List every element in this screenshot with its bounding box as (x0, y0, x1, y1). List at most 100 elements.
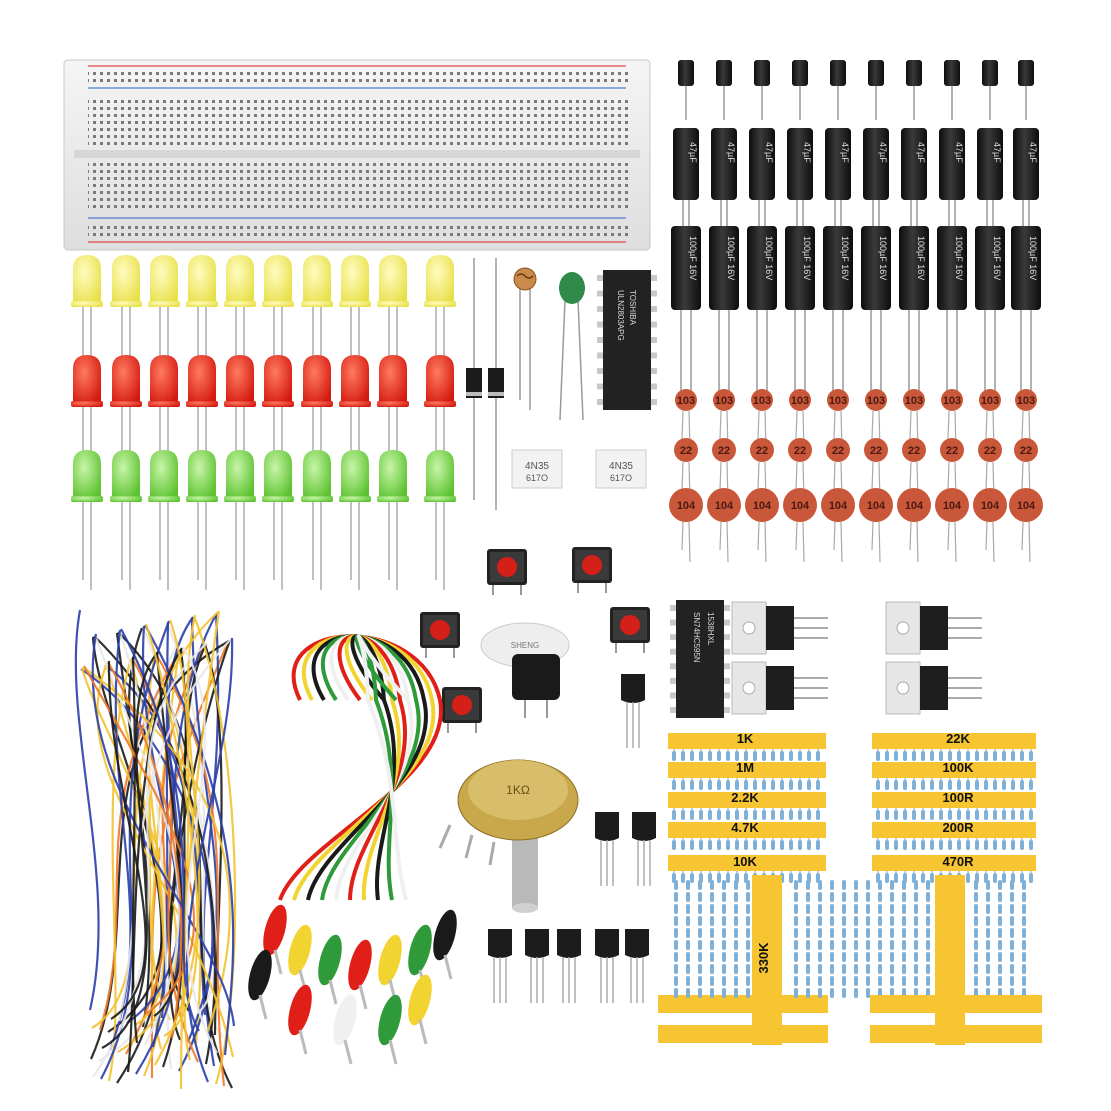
resistor (717, 840, 721, 850)
transistor (632, 812, 656, 886)
ceramic-code: 103 (791, 395, 809, 407)
led (110, 255, 142, 395)
resistor (771, 780, 775, 790)
resistor (734, 976, 738, 986)
hc-code: 1538HXL (706, 612, 715, 646)
ceramic-code: 104 (867, 500, 886, 512)
resistor (674, 964, 678, 974)
resistor (794, 940, 798, 950)
resistor (866, 892, 870, 902)
ceramic-capacitor: 104 (973, 488, 1007, 563)
optocoupler-1: 4N35 617O (511, 449, 563, 489)
ceramic-code: 22 (680, 445, 692, 457)
resistor (903, 810, 907, 820)
resistor (1022, 892, 1026, 902)
resistor (894, 840, 898, 850)
ceramic-code: 22 (718, 445, 730, 457)
resistor (1002, 810, 1006, 820)
clip-lead-wire (337, 634, 408, 901)
resistor (690, 840, 694, 850)
resistor (926, 892, 930, 902)
cap-marking: 100µF 16V (1028, 236, 1038, 280)
resistor (734, 904, 738, 914)
transistor (595, 929, 619, 1003)
clip-lead-wire (292, 634, 436, 901)
resistor (912, 751, 916, 761)
res-label-330k: 330K (756, 942, 771, 974)
resistor-tape (872, 822, 1036, 838)
resistor (966, 780, 970, 790)
ceramic-capacitor: 22 (826, 438, 850, 503)
resistor (842, 988, 846, 998)
resistor (681, 873, 685, 883)
resistor (914, 952, 918, 962)
jumper-wire (101, 651, 159, 1049)
resistor (974, 964, 978, 974)
alligator-clip (288, 984, 312, 1055)
resistor (717, 780, 721, 790)
ceramic-capacitor: 104 (669, 488, 703, 563)
resistor (1029, 751, 1033, 761)
resistor (1029, 840, 1033, 850)
resistor (878, 976, 882, 986)
resistor (798, 840, 802, 850)
resistor-tape (752, 875, 782, 1045)
resistor (686, 988, 690, 998)
ceramic-capacitor: 103 (1015, 389, 1037, 452)
resistor (890, 952, 894, 962)
jumper-wire (154, 614, 201, 1066)
resistor (1022, 964, 1026, 974)
cap-marking: 100µF 16V (954, 236, 964, 280)
electrolytic-cap-large: 100µF 16V (975, 226, 1005, 395)
resistor (974, 940, 978, 950)
resistor (722, 952, 726, 962)
push-buttons (420, 547, 650, 733)
resistor (686, 904, 690, 914)
resistor (816, 751, 820, 761)
voltage-regulators (731, 601, 982, 715)
resistor (957, 780, 961, 790)
resistor (1002, 780, 1006, 790)
resistor (1011, 751, 1015, 761)
resistor (1011, 873, 1015, 883)
alligator-clip (288, 924, 312, 995)
cap-marking: 47µF (878, 142, 888, 163)
ceramic-code: 103 (1017, 395, 1035, 407)
ceramic-code: 22 (756, 445, 768, 457)
resistor (734, 892, 738, 902)
resistor (762, 810, 766, 820)
cap-marking: 47µF (992, 142, 1002, 163)
resistor (710, 976, 714, 986)
res-label-100k: 100K (942, 760, 974, 775)
resistor (926, 940, 930, 950)
resistor (1010, 940, 1014, 950)
ceramic-code: 22 (908, 445, 920, 457)
led (224, 355, 256, 495)
resistor (771, 840, 775, 850)
voltage-regulator (885, 601, 982, 655)
resistor (914, 964, 918, 974)
resistor (930, 840, 934, 850)
led-grid (71, 255, 456, 590)
ceramic-code: 22 (794, 445, 806, 457)
resistor (686, 928, 690, 938)
resistor-tape (668, 822, 826, 838)
ceramic-code: 103 (981, 395, 999, 407)
resistor (885, 840, 889, 850)
resistor (710, 880, 714, 890)
resistor (686, 916, 690, 926)
resistor (717, 873, 721, 883)
ceramic-code: 22 (870, 445, 882, 457)
optocoupler-2: 4N35 617O (595, 449, 647, 489)
electrolytic-cap-small: 47µF (825, 60, 851, 226)
resistor (1029, 810, 1033, 820)
ceramic-code: 22 (984, 445, 996, 457)
resistor (672, 780, 676, 790)
resistor (806, 916, 810, 926)
resistor (722, 976, 726, 986)
resistor (698, 976, 702, 986)
resistor (986, 904, 990, 914)
resistor (726, 751, 730, 761)
resistor (674, 940, 678, 950)
